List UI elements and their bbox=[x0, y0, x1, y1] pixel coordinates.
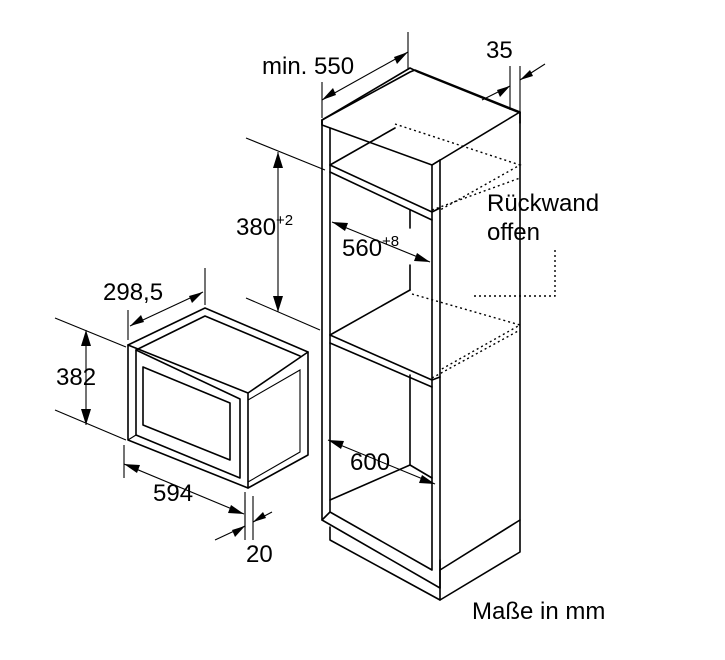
dimension-depth-min bbox=[321, 32, 409, 118]
dimension-niche-height bbox=[245, 137, 326, 331]
dimension-cabinet-depth bbox=[327, 439, 436, 485]
label-cabinet-depth: 600 bbox=[350, 449, 390, 476]
dimension-appliance-depth bbox=[127, 268, 206, 340]
dimension-gap-side bbox=[481, 63, 546, 112]
dimension-front-offset bbox=[214, 496, 273, 541]
appliance bbox=[127, 307, 309, 489]
dimension-niche-width bbox=[331, 221, 431, 263]
label-niche-width: 560+8 bbox=[342, 233, 399, 262]
label-gap-side: 35 bbox=[486, 37, 513, 64]
label-niche-height-value: 380 bbox=[236, 214, 276, 241]
label-depth-min: min. 550 bbox=[262, 53, 354, 80]
label-back-wall: Rückwand bbox=[487, 190, 599, 217]
label-back-wall-open: offen bbox=[487, 219, 540, 246]
label-niche-height: 380+2 bbox=[236, 212, 293, 241]
label-units: Maße in mm bbox=[472, 598, 605, 625]
label-niche-height-tolerance: +2 bbox=[276, 212, 293, 229]
label-niche-width-value: 560 bbox=[342, 235, 382, 262]
tall-cabinet bbox=[321, 67, 522, 601]
label-appliance-depth: 298,5 bbox=[103, 279, 163, 306]
label-appliance-height: 382 bbox=[56, 364, 96, 391]
label-appliance-width: 594 bbox=[153, 480, 193, 507]
dimension-appliance-height bbox=[54, 317, 127, 441]
label-niche-width-tolerance: +8 bbox=[382, 233, 399, 250]
back-wall-leader bbox=[472, 250, 556, 297]
label-front-offset: 20 bbox=[246, 541, 273, 568]
